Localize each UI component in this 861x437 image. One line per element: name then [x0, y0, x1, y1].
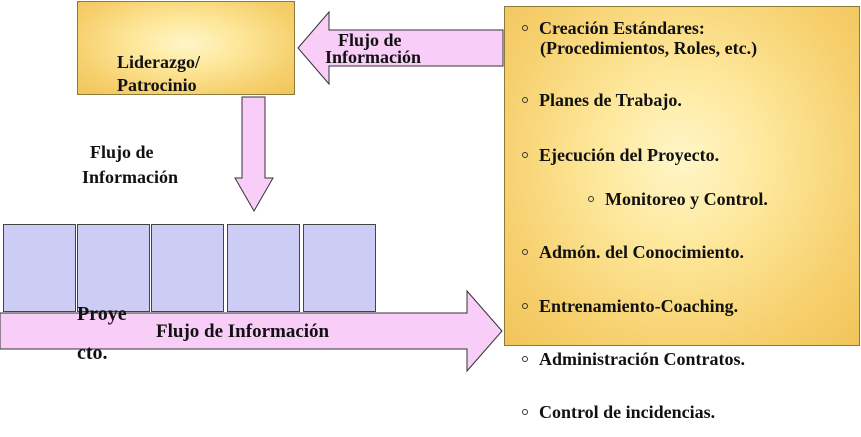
bullet-icon	[522, 249, 528, 255]
activity-item-standards: Creación Estándares:	[522, 18, 705, 39]
activity-item-knowledge-label: Admón. del Conocimiento.	[539, 242, 745, 262]
activity-item-contracts-label: Administración Contratos.	[539, 349, 745, 369]
leadership-box	[77, 1, 295, 95]
flow-top-line1: Flujo de	[338, 30, 402, 50]
activity-item-incidents-label: Control de incidencias.	[539, 402, 716, 422]
bullet-icon	[522, 152, 528, 158]
project-task-box	[303, 224, 376, 312]
bullet-icon	[522, 25, 528, 31]
flow-top-line2: Información	[325, 47, 421, 67]
activity-item-execution: Ejecución del Proyecto.	[522, 145, 719, 166]
activities-panel	[504, 6, 860, 346]
bullet-icon	[522, 409, 528, 415]
activity-item-work-plans: Planes de Trabajo.	[522, 90, 682, 111]
info-flow-arrow-right-shape	[0, 289, 503, 373]
activity-subitem-monitoring: Monitoreo y Control.	[588, 189, 768, 210]
activity-item-work-plans-label: Planes de Trabajo.	[539, 90, 682, 110]
activity-item-incidents: Control de incidencias.	[522, 402, 715, 423]
activity-item-standards-detail: (Procedimientos, Roles, etc.)	[540, 38, 758, 58]
flow-mid-line1: Flujo de	[90, 142, 154, 162]
activity-item-coaching: Entrenamiento-Coaching.	[522, 296, 738, 317]
project-label-line1: Proye	[77, 303, 127, 325]
activity-item-execution-label: Ejecución del Proyecto.	[539, 145, 720, 165]
info-flow-arrow-left-shape	[297, 10, 504, 86]
project-task-box	[3, 224, 76, 312]
flow-mid-line2: Información	[82, 167, 178, 187]
activity-subitem-monitoring-label: Monitoreo y Control.	[605, 189, 768, 209]
bullet-icon	[522, 97, 528, 103]
activity-item-contracts: Administración Contratos.	[522, 349, 745, 370]
flow-bottom-label: Flujo de Información	[156, 321, 330, 342]
project-task-box	[227, 224, 300, 312]
leadership-label-line1: Liderazgo/	[117, 52, 200, 72]
info-flow-arrow-down-shape	[234, 96, 274, 213]
project-task-box	[77, 224, 150, 312]
activity-item-standards-line1: Creación Estándares:	[539, 18, 705, 38]
project-label-line2: cto.	[77, 342, 108, 364]
leadership-label-line2: Patrocinio	[117, 75, 197, 95]
bullet-icon	[522, 356, 528, 362]
project-task-box	[151, 224, 224, 312]
activity-item-knowledge: Admón. del Conocimiento.	[522, 242, 744, 263]
bullet-icon	[522, 303, 528, 309]
bullet-icon	[588, 196, 594, 202]
activity-item-coaching-label: Entrenamiento-Coaching.	[539, 296, 739, 316]
